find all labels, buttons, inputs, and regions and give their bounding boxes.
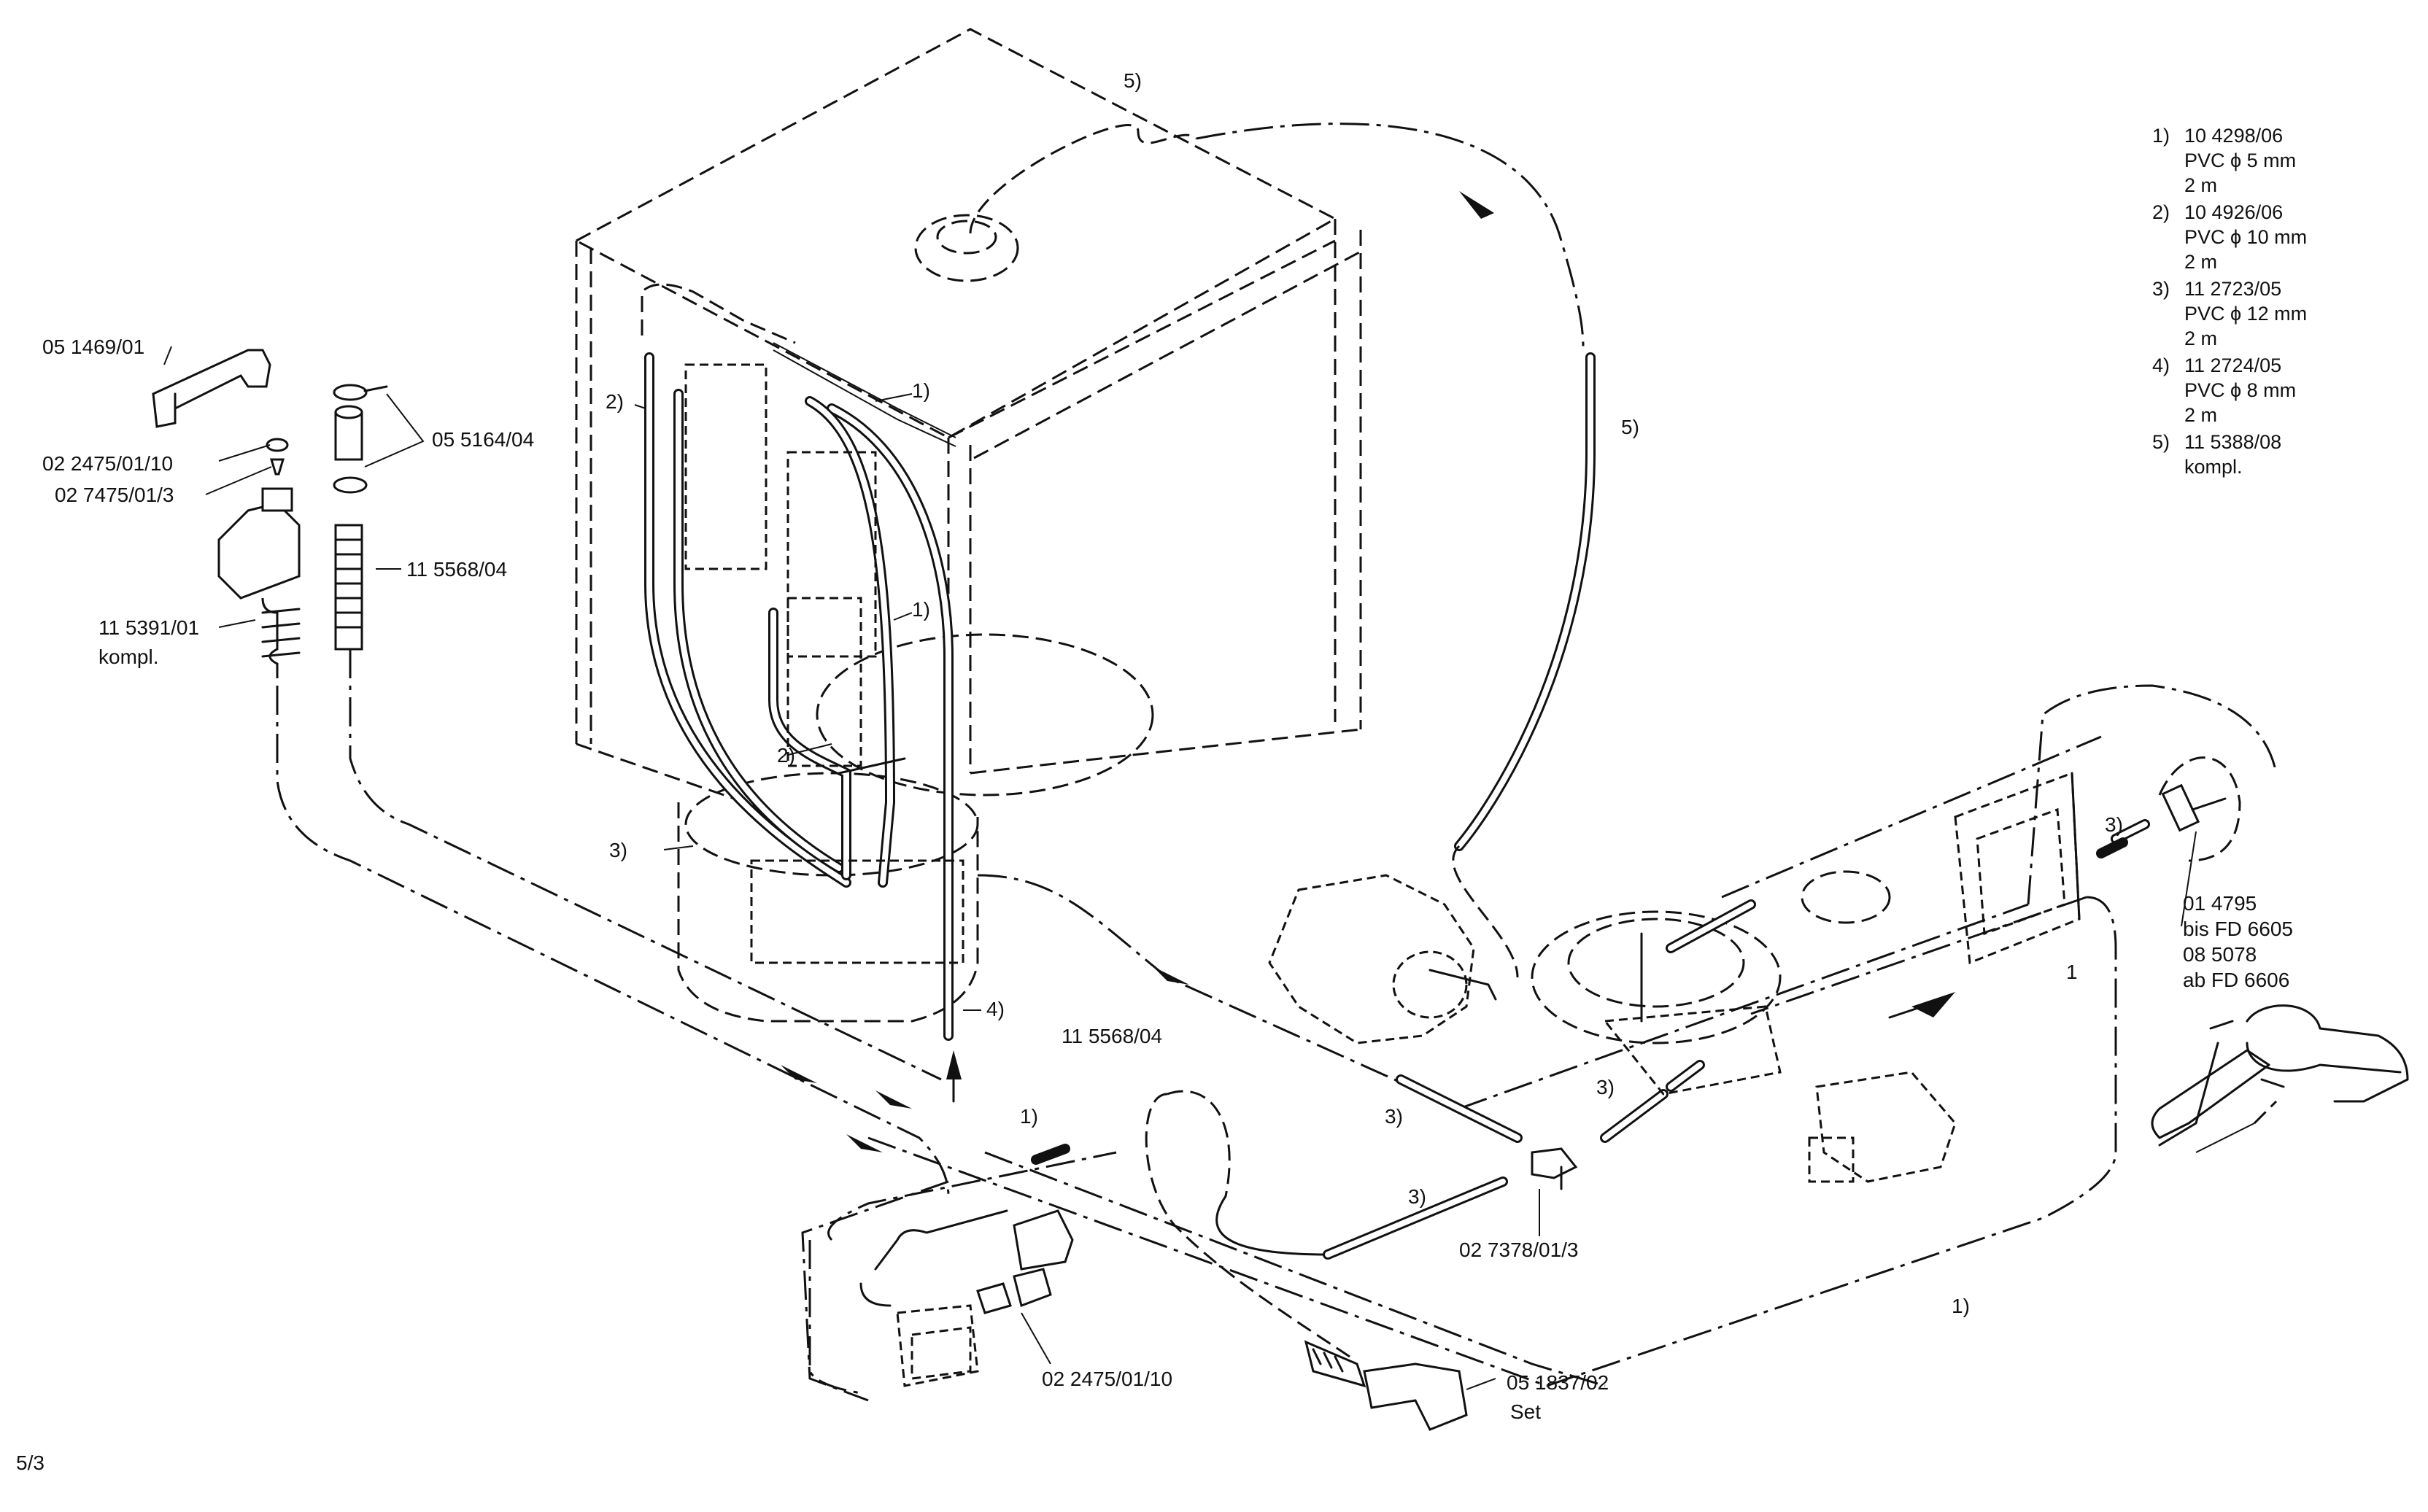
legend-part: 11 2723/05: [2184, 278, 2281, 300]
dashdot-hose-3: [276, 649, 1547, 1402]
legend-material: PVC ϕ 12 mm: [2184, 303, 2307, 325]
page-number: 5/3: [16, 1451, 45, 1474]
hose-labels: 5) 5) 1) 2) 1) 2) 3) 4) 1) 3) 3) 3) 1) 1…: [606, 69, 2123, 1317]
label-051837-set: Set: [1510, 1400, 1541, 1423]
label-115391: 11 5391/01: [98, 616, 199, 639]
legend-key: 2): [2152, 201, 2170, 223]
hose-115568-left: [334, 524, 363, 651]
legend-key: 4): [2152, 354, 2170, 376]
label-hose-5-top: 5): [1124, 69, 1142, 92]
label-hose-1-bottom-right: 1): [1952, 1295, 1970, 1317]
label-hose-5-right: 5): [1621, 416, 1639, 438]
legend-entry-4: 4) 11 2724/05 PVC ϕ 8 mm 2 m: [2152, 354, 2296, 426]
fitting-0224750110-bottom: [976, 1209, 1074, 1314]
label-051469: 05 1469/01: [42, 336, 144, 358]
label-014795: 01 4795: [2183, 892, 2257, 915]
control-board: [1954, 771, 2081, 965]
drain-hose-loop: [1145, 1090, 1508, 1358]
legend-material: kompl.: [2184, 456, 2243, 478]
label-115568-mid: 11 5568/04: [1062, 1025, 1162, 1047]
label-027378: 02 7378/01/3: [1459, 1238, 1579, 1261]
inlet-valve: [1808, 1071, 1957, 1183]
legend-material: PVC ϕ 10 mm: [2184, 226, 2307, 248]
legend-material: PVC ϕ 8 mm: [2184, 379, 2296, 401]
lower-right-detail: [2151, 1004, 2409, 1153]
label-0224750110-bottom: 02 2475/01/10: [1042, 1368, 1172, 1390]
label-bis-fd: bis FD 6605: [2183, 918, 2293, 940]
label-hose-1-right: 1: [2066, 961, 2078, 983]
label-hose-3-left: 3): [609, 839, 627, 861]
legend-entry-1: 1) 10 4298/06 PVC ϕ 5 mm 2 m: [2152, 125, 2296, 196]
base-plate-outline: [1458, 684, 2278, 1387]
tub-outline: [573, 28, 1362, 1023]
legend-key: 5): [2152, 431, 2170, 453]
label-055164: 05 5164/04: [432, 428, 534, 451]
screw-0224750110: [266, 438, 289, 476]
leader-lines: [163, 346, 2197, 1390]
label-hose-1-top: 1): [912, 379, 930, 402]
legend-key: 3): [2152, 278, 2170, 300]
legend-material: PVC ϕ 5 mm: [2184, 150, 2296, 171]
legend-part: 10 4926/06: [2184, 201, 2283, 223]
legend-length: 2 m: [2184, 251, 2217, 273]
legend-entry-5: 5) 11 5388/08 kompl.: [2152, 431, 2281, 478]
label-0224750110-top: 02 2475/01/10: [42, 452, 173, 475]
label-051837: 05 1837/02: [1507, 1371, 1609, 1394]
legend-length: 2 m: [2184, 404, 2217, 426]
part-labels: 05 1469/01 02 2475/01/10 02 7475/01/3 11…: [42, 336, 2293, 1423]
label-115568-left: 11 5568/04: [406, 558, 507, 581]
elbow-051837: [1304, 1340, 1468, 1431]
label-085078: 08 5078: [2183, 943, 2257, 966]
y-connector-027378: [1531, 1147, 1578, 1190]
label-hose-3-right: 3): [1596, 1076, 1615, 1098]
t-connector-right: [2096, 756, 2241, 862]
inner-hoses-1-2: [641, 283, 964, 1103]
pump-assembly: [1268, 870, 1891, 1096]
label-hose-3-center: 3): [1385, 1105, 1403, 1128]
label-115391-kompl: kompl.: [98, 645, 158, 668]
legend: 1) 10 4298/06 PVC ϕ 5 mm 2 m 2) 10 4926/…: [2152, 125, 2307, 478]
clip-051469: [152, 349, 271, 428]
label-hose-1-mid: 1): [912, 598, 930, 621]
legend-length: 2 m: [2184, 327, 2217, 349]
legend-key: 1): [2152, 125, 2170, 147]
label-hose-2-mid: 2): [777, 744, 795, 767]
label-hose-4: 4): [986, 998, 1005, 1020]
label-hose-3-side: 3): [2105, 813, 2123, 836]
legend-part: 11 2724/05: [2184, 354, 2281, 376]
label-hose-2-top: 2): [606, 390, 624, 413]
label-02747501: 02 7475/01/3: [55, 484, 174, 506]
legend-length: 2 m: [2184, 174, 2217, 196]
label-hose-1-left: 1): [1020, 1105, 1038, 1128]
vent-hose-5: [969, 123, 1596, 978]
legend-entry-3: 3) 11 2723/05 PVC ϕ 12 mm 2 m: [2152, 278, 2307, 349]
legend-entry-2: 2) 10 4926/06 PVC ϕ 10 mm 2 m: [2152, 201, 2307, 273]
legend-part: 10 4298/06: [2184, 125, 2283, 147]
label-ab-fd: ab FD 6606: [2183, 969, 2289, 991]
thin-hose-1-bottom: [984, 1144, 1606, 1387]
bottom-left-housing: [808, 1209, 1008, 1395]
tube-segments-3: [1396, 1060, 1705, 1143]
legend-part: 11 5388/08: [2184, 431, 2281, 453]
clamps-055164: [333, 384, 388, 494]
label-hose-3-bottom: 3): [1408, 1185, 1426, 1208]
aquastop-115391: [217, 487, 301, 678]
